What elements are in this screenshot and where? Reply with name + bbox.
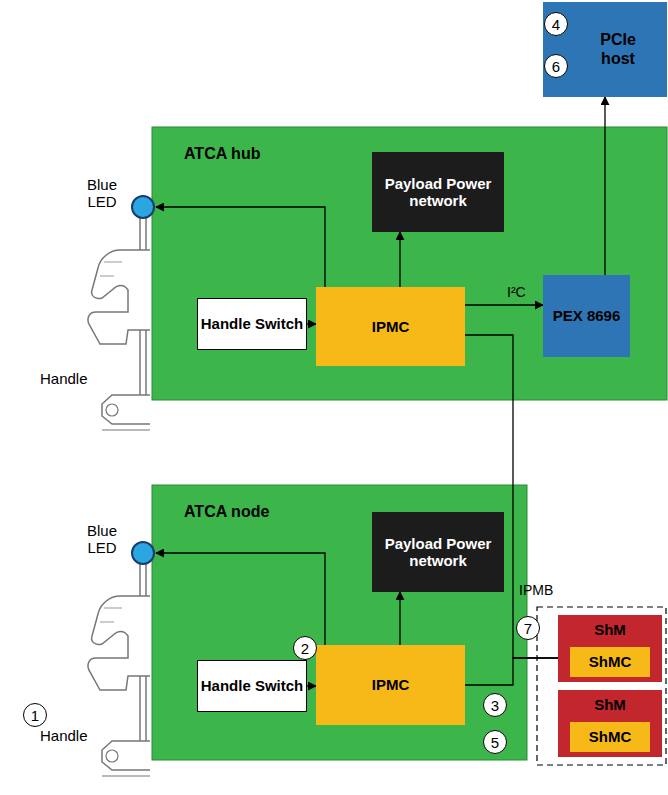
component-box: PEX 8696	[543, 275, 630, 357]
component-box: Payload Power network	[372, 512, 504, 592]
board-fills	[152, 127, 667, 760]
callout-number: 1	[23, 703, 47, 727]
node-text: PEX 8696	[553, 307, 621, 324]
handle-illustration	[88, 564, 150, 776]
node-text: Handle Switch	[201, 315, 304, 332]
connector	[307, 685, 316, 686]
connector	[399, 232, 400, 287]
node-text: Payload Power network	[372, 535, 504, 570]
callout-number: 6	[544, 54, 568, 78]
node-text: Handle Switch	[201, 677, 304, 694]
callout-number: 2	[293, 636, 317, 660]
blue-led	[132, 542, 154, 564]
part-label: Handle	[40, 727, 88, 744]
component-box: IPMC	[316, 645, 465, 725]
callout-number: 3	[483, 693, 507, 717]
component-box: ShMC	[570, 647, 650, 677]
bus-label: I²C	[507, 285, 526, 300]
led-wire	[156, 207, 325, 288]
connector	[399, 592, 400, 645]
led-wire	[156, 553, 325, 646]
shelf-manager-group	[537, 607, 666, 765]
callout-number: 5	[483, 730, 507, 754]
node-text: ATCA node	[184, 503, 269, 520]
node-text: Payload Power network	[372, 175, 504, 210]
component-box: Payload Power network	[372, 152, 504, 232]
component-box: ShM ShMC	[558, 690, 662, 757]
node-text: ATCA hub	[184, 145, 260, 162]
part-label: Blue LED	[76, 176, 128, 211]
connector	[465, 658, 558, 685]
connector	[465, 335, 558, 658]
connector	[604, 97, 605, 275]
component-box: ShMC	[570, 722, 650, 752]
node-text: ShM	[594, 621, 626, 638]
node-text: ShM	[594, 696, 626, 713]
board-box: ATCA hubPayload Power networkPEX 8696IPM…	[152, 127, 667, 400]
board-fill	[152, 127, 667, 400]
node-text: IPMC	[372, 676, 410, 693]
component-box: Handle Switch	[197, 298, 307, 350]
bus-label: IPMB	[519, 583, 553, 598]
node-text: PCIe host	[593, 31, 643, 68]
node-text: ShMC	[589, 728, 632, 745]
component-box: Handle Switch	[197, 660, 307, 712]
connector	[307, 323, 316, 324]
callout-number: 7	[516, 616, 540, 640]
node-text: IPMC	[372, 318, 410, 335]
handle-illustration	[88, 218, 150, 430]
blue-led	[132, 196, 154, 218]
connector	[465, 304, 543, 305]
component-box: ShM ShMC	[558, 615, 662, 682]
board-fill	[152, 485, 527, 760]
callout-number: 4	[544, 12, 568, 36]
node-text: ShMC	[589, 653, 632, 670]
board-box: ATCA nodePayload Power networkIPMC Handle…	[152, 485, 527, 760]
component-box: IPMC	[316, 287, 465, 366]
part-label: Blue LED	[76, 522, 128, 557]
part-label: Handle	[40, 370, 88, 387]
